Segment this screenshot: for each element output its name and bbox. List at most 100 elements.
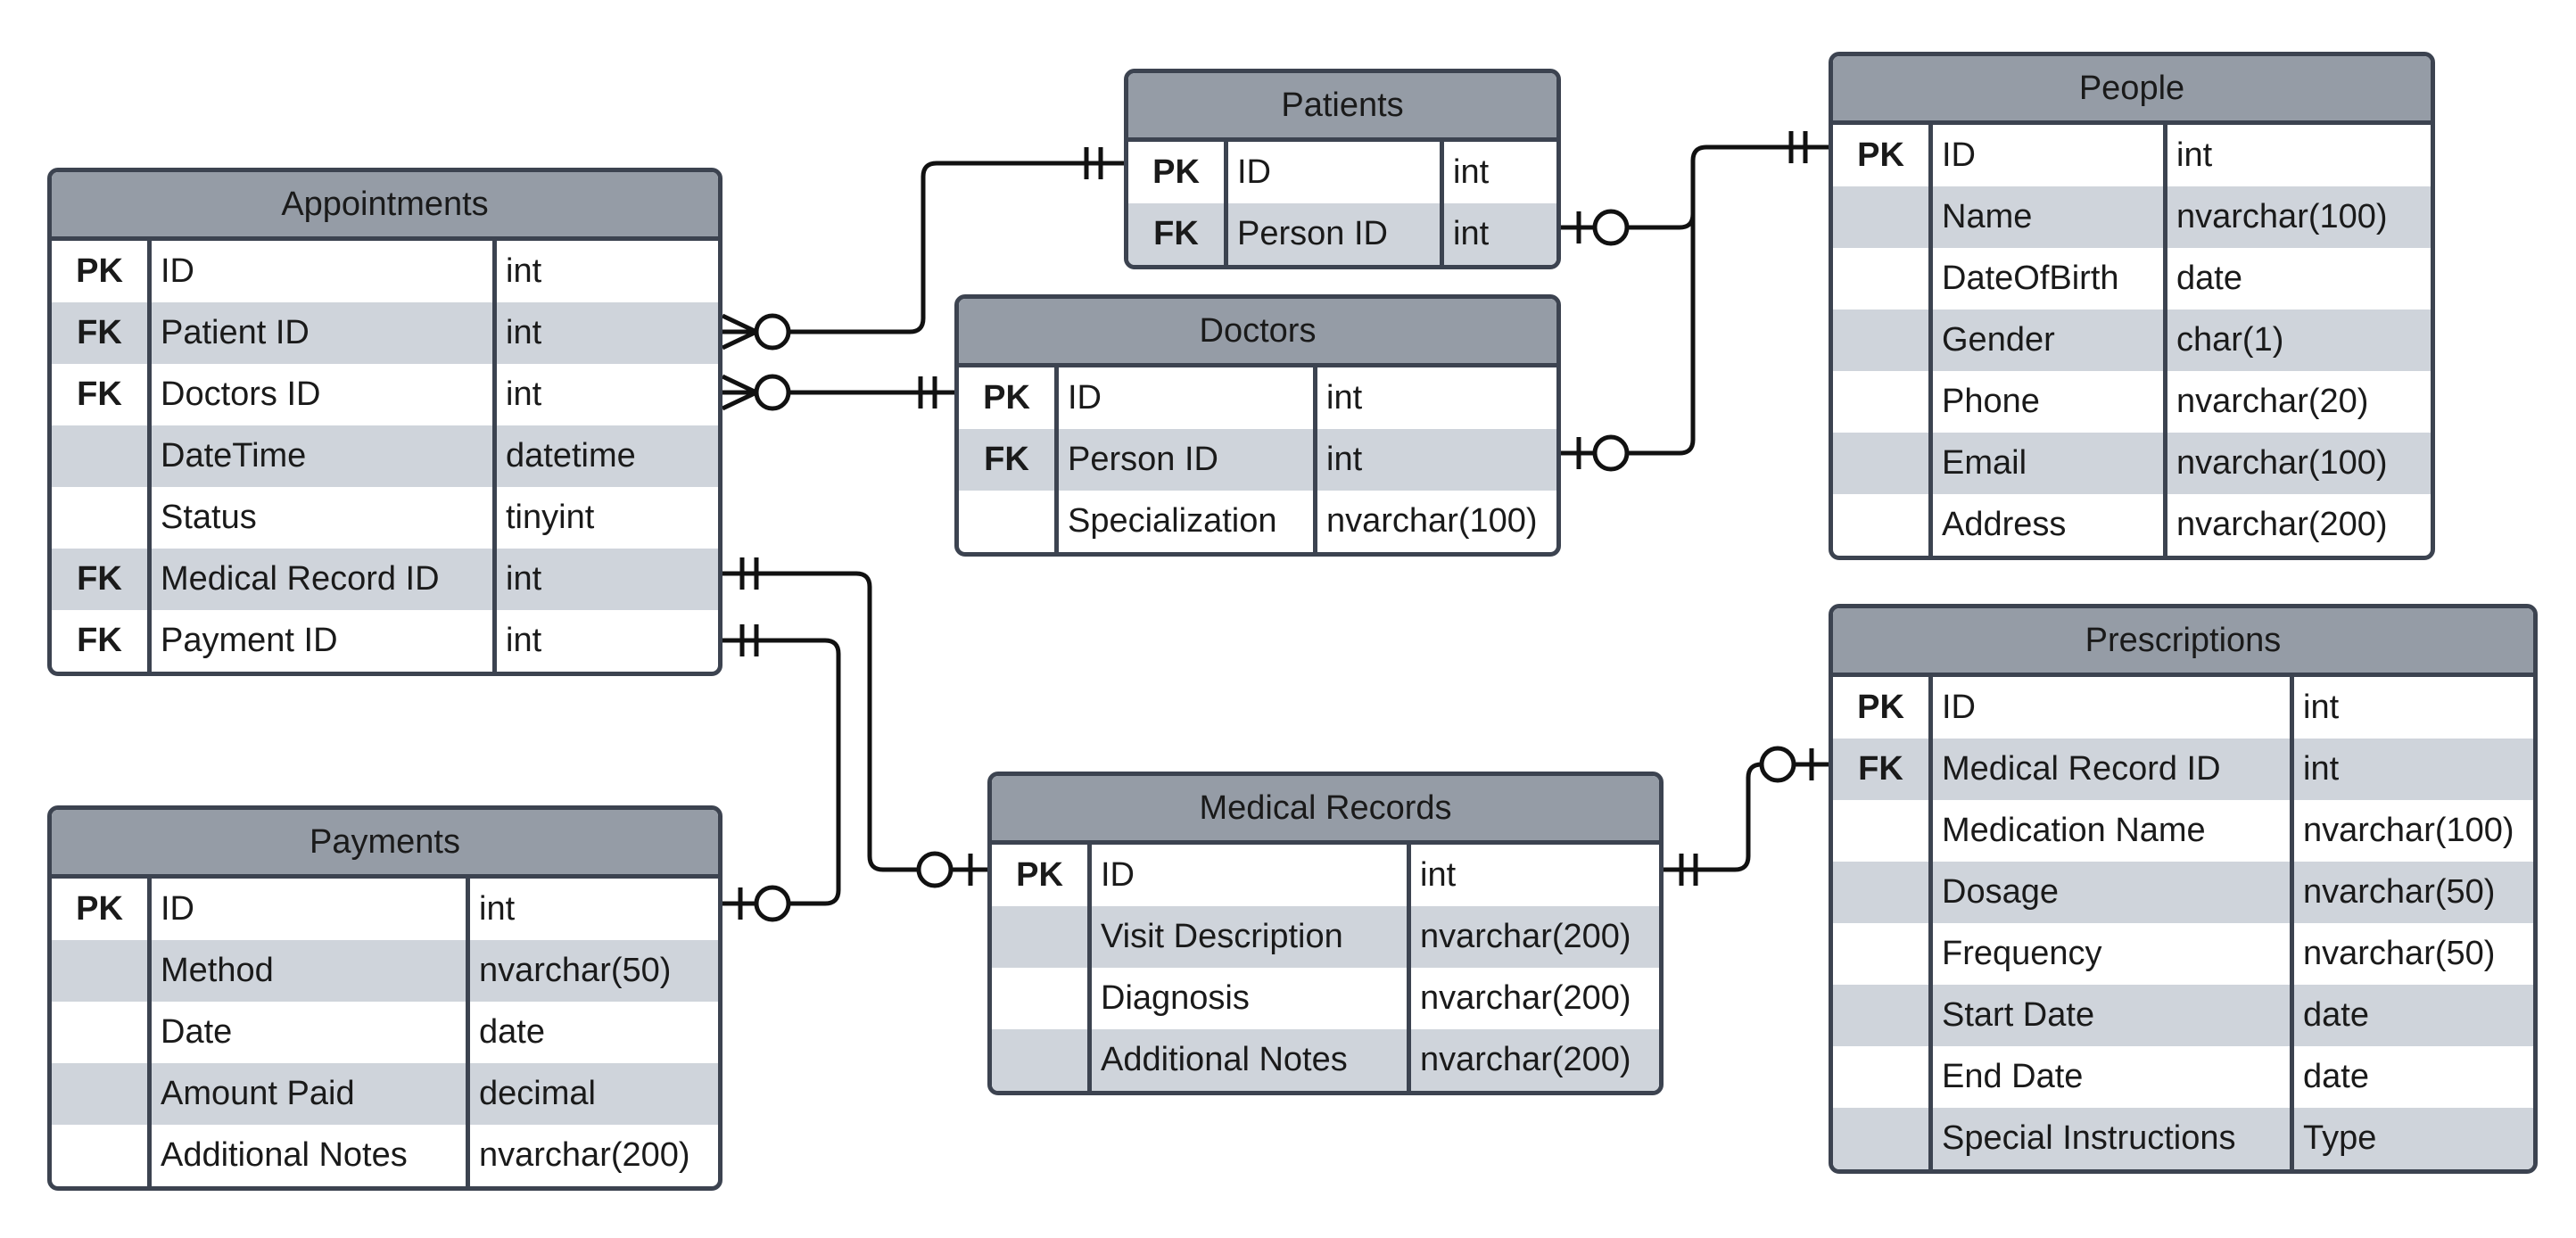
key-cell xyxy=(992,906,1092,968)
key-cell xyxy=(52,487,152,549)
field-name: Date xyxy=(152,1002,470,1063)
table-title: Patients xyxy=(1128,73,1556,142)
table-row[interactable]: FK Patient ID int xyxy=(52,302,718,364)
field-name: Additional Notes xyxy=(1092,1029,1411,1091)
table-row[interactable]: Diagnosis nvarchar(200) xyxy=(992,968,1659,1029)
table-row[interactable]: Phone nvarchar(20) xyxy=(1833,371,2431,433)
field-type: decimal xyxy=(479,1075,596,1112)
field-type: int xyxy=(1420,856,1457,894)
field-name: ID xyxy=(1059,367,1317,429)
key-cell: FK xyxy=(52,302,152,364)
key-cell xyxy=(1833,923,1933,985)
field-type: nvarchar(100) xyxy=(2176,444,2388,482)
table-row[interactable]: Name nvarchar(100) xyxy=(1833,186,2431,248)
table-medical-records[interactable]: Medical Records PK ID int Visit Descript… xyxy=(987,772,1664,1095)
table-row[interactable]: End Date date xyxy=(1833,1046,2533,1108)
key-cell xyxy=(1833,371,1933,433)
table-row[interactable]: FK Payment ID int xyxy=(52,610,718,672)
table-doctors[interactable]: Doctors PK ID int FK Person ID int Speci… xyxy=(954,294,1561,557)
table-row[interactable]: Frequency nvarchar(50) xyxy=(1833,923,2533,985)
field-type: Type xyxy=(2303,1119,2377,1157)
table-row[interactable]: Gender char(1) xyxy=(1833,310,2431,371)
table-payments[interactable]: Payments PK ID int Method nvarchar(50) D… xyxy=(47,805,722,1191)
one-only-icon xyxy=(739,557,759,590)
field-type: nvarchar(200) xyxy=(1420,1041,1631,1078)
table-row[interactable]: Visit Description nvarchar(200) xyxy=(992,906,1659,968)
key-cell xyxy=(1833,985,1933,1046)
key-cell: FK xyxy=(1833,739,1933,800)
one-only-icon xyxy=(918,376,937,409)
zero-one-icon xyxy=(1576,209,1630,246)
field-type: int xyxy=(1326,379,1363,417)
table-row[interactable]: PK ID int xyxy=(992,845,1659,906)
table-row[interactable]: Additional Notes nvarchar(200) xyxy=(992,1029,1659,1091)
field-type: int xyxy=(2176,136,2213,174)
table-title: Medical Records xyxy=(992,776,1659,845)
table-row[interactable]: Method nvarchar(50) xyxy=(52,940,718,1002)
field-name: Dosage xyxy=(1933,862,2294,923)
table-row[interactable]: PK ID int xyxy=(52,241,718,302)
table-row[interactable]: PK ID int xyxy=(959,367,1556,429)
link-medicalrecords-prescriptions xyxy=(1664,762,1833,872)
table-row[interactable]: PK ID int xyxy=(52,879,718,940)
table-row[interactable]: Amount Paid decimal xyxy=(52,1063,718,1125)
table-row[interactable]: Email nvarchar(100) xyxy=(1833,433,2431,494)
field-type: int xyxy=(479,890,516,928)
field-type: int xyxy=(506,376,542,413)
table-prescriptions[interactable]: Prescriptions PK ID int FK Medical Recor… xyxy=(1829,604,2538,1174)
table-row[interactable]: Dosage nvarchar(50) xyxy=(1833,862,2533,923)
field-name: Gender xyxy=(1933,310,2167,371)
field-type: date xyxy=(2303,996,2369,1034)
table-row[interactable]: PK ID int xyxy=(1833,125,2431,186)
table-row[interactable]: Special Instructions Type xyxy=(1833,1108,2533,1169)
field-name: Specialization xyxy=(1059,491,1317,552)
key-cell: FK xyxy=(959,429,1059,491)
field-type: int xyxy=(506,252,542,290)
table-row[interactable]: Start Date date xyxy=(1833,985,2533,1046)
table-row[interactable]: Additional Notes nvarchar(200) xyxy=(52,1125,718,1186)
table-appointments[interactable]: Appointments PK ID int FK Patient ID int… xyxy=(47,168,722,676)
table-row[interactable]: Address nvarchar(200) xyxy=(1833,494,2431,556)
link-appointments-payments xyxy=(722,638,841,906)
table-patients[interactable]: Patients PK ID int FK Person ID int xyxy=(1124,69,1561,269)
table-title: Prescriptions xyxy=(1833,608,2533,677)
field-type: datetime xyxy=(506,437,636,475)
table-row[interactable]: FK Person ID int xyxy=(1128,203,1556,265)
table-row[interactable]: Specialization nvarchar(100) xyxy=(959,491,1556,552)
key-cell xyxy=(52,1125,152,1186)
field-type: date xyxy=(2176,260,2242,297)
table-row[interactable]: PK ID int xyxy=(1833,677,2533,739)
table-row[interactable]: FK Doctors ID int xyxy=(52,364,718,425)
field-name: ID xyxy=(152,879,470,940)
key-cell xyxy=(52,425,152,487)
field-name: Medication Name xyxy=(1933,800,2294,862)
field-type: nvarchar(50) xyxy=(2303,873,2496,911)
key-cell xyxy=(1833,494,1933,556)
field-name: Special Instructions xyxy=(1933,1108,2294,1169)
key-cell xyxy=(52,1002,152,1063)
key-cell xyxy=(1833,862,1933,923)
table-row[interactable]: DateOfBirth date xyxy=(1833,248,2431,310)
field-name: Start Date xyxy=(1933,985,2294,1046)
zero-one-icon xyxy=(916,851,973,888)
table-row[interactable]: Status tinyint xyxy=(52,487,718,549)
field-name: Doctors ID xyxy=(152,364,497,425)
zero-one-icon xyxy=(738,885,791,922)
table-row[interactable]: PK ID int xyxy=(1128,142,1556,203)
field-name: DateOfBirth xyxy=(1933,248,2167,310)
table-title: Appointments xyxy=(52,172,718,241)
table-people[interactable]: People PK ID int Name nvarchar(100) Date… xyxy=(1829,52,2435,560)
field-name: ID xyxy=(1933,677,2294,739)
table-title: Doctors xyxy=(959,299,1556,367)
key-cell: FK xyxy=(1128,203,1228,265)
table-row[interactable]: FK Medical Record ID int xyxy=(52,549,718,610)
table-row[interactable]: FK Person ID int xyxy=(959,429,1556,491)
field-type: tinyint xyxy=(506,499,595,536)
table-row[interactable]: FK Medical Record ID int xyxy=(1833,739,2533,800)
key-cell: PK xyxy=(52,879,152,940)
table-row[interactable]: Date date xyxy=(52,1002,718,1063)
table-row[interactable]: Medication Name nvarchar(100) xyxy=(1833,800,2533,862)
field-name: Medical Record ID xyxy=(152,549,497,610)
table-row[interactable]: DateTime datetime xyxy=(52,425,718,487)
